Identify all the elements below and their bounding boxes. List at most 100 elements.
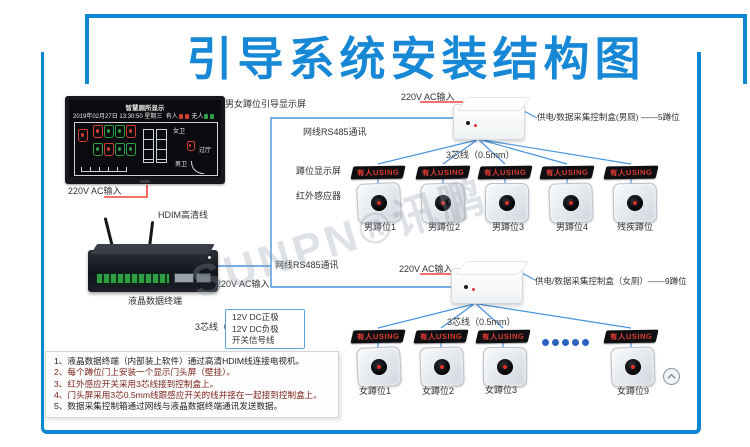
ir-sensor	[612, 182, 658, 224]
note-text: 液晶数据终端（内部装上软件）通过高清HDIM线连接电视机。	[67, 356, 305, 366]
vga-port-icon	[174, 273, 194, 283]
door-screen: 有人USING	[413, 329, 469, 344]
tv-screen: 智慧厕所显示 2019年02月27日 13:30:50 星期三 有人 无人 女卫	[69, 100, 221, 177]
stall-icon	[93, 125, 103, 138]
zone-label-female: 女卫	[173, 129, 186, 135]
note-text: 数据采集控制箱通过网线与液晶数据终端通讯发送数据。	[67, 401, 283, 412]
female-power-label: 220V AC输入	[399, 264, 453, 274]
stall-label: 男蹲位4	[556, 222, 589, 232]
ir-sensor	[610, 346, 656, 388]
vacant-icon	[210, 113, 215, 119]
port-icon	[196, 273, 211, 283]
tv-logo	[140, 180, 150, 183]
stall-icon	[104, 143, 114, 156]
door-screen: 有人USING	[603, 329, 659, 344]
back-to-top-button[interactable]	[663, 368, 680, 385]
stall-icon	[93, 143, 103, 156]
rs485-top-label: 网线RS485通讯	[303, 127, 367, 137]
terminal-top	[91, 244, 215, 254]
vacant-icon	[204, 113, 209, 119]
wire-line: 12V DC正极	[232, 312, 279, 322]
door-screen: 有人USING	[350, 165, 406, 180]
male-controller-label: 供电/数据采集控制盒(男厕) ——5蹲位	[537, 112, 680, 122]
controller-lid	[454, 261, 530, 275]
door-screen: 有人USING	[539, 165, 595, 180]
occupied-icon	[178, 113, 183, 119]
stall-icon	[115, 143, 125, 156]
ir-sensor-label: 红外感应器	[296, 191, 342, 201]
stall-label: 女蹲位9	[617, 386, 650, 396]
wire-legend-box: 12V DC正极 12V DC负极 开关信号线	[225, 309, 305, 349]
note-number: 4、	[54, 389, 68, 400]
tv-screen-title: 智慧厕所显示	[125, 105, 165, 112]
ir-lens-icon	[497, 359, 513, 375]
chevron-up-icon	[667, 373, 676, 379]
note-text: 红外感应开关采用3芯线接到控制盒上。	[67, 378, 219, 389]
door-screen: 有人USING	[603, 165, 659, 180]
installation-notes: 1、液晶数据终端（内部装上软件）通过高清HDIM线连接电视机。 2、每个蹲位门上…	[45, 351, 339, 419]
ir-sensor	[355, 181, 403, 225]
female-controller-label: 供电/数据采集控制盒（女厕）——9蹲位	[535, 276, 687, 286]
door-screen: 有人USING	[475, 329, 531, 344]
fixture-row	[81, 167, 127, 172]
page-title: 引导系统安装结构图	[186, 33, 646, 85]
partition	[143, 129, 154, 163]
controller-led-icon	[474, 124, 477, 127]
stall-icon	[126, 125, 136, 138]
controller-led-icon	[472, 288, 475, 291]
ellipsis-dots	[542, 333, 592, 351]
stall-icon	[187, 141, 195, 151]
note-number: 5、	[54, 401, 68, 412]
ir-lens-icon	[370, 194, 388, 212]
controller-led-icon	[464, 285, 468, 289]
guide-screen-label: 男女蹲位引导显示屏	[225, 99, 307, 109]
led-icon	[208, 256, 211, 259]
stall-label: 男蹲位1	[364, 222, 397, 232]
stall-label: 女蹲位2	[422, 386, 455, 396]
door-arc	[191, 161, 204, 174]
stall-icon	[115, 125, 125, 138]
ir-sensor	[355, 345, 403, 389]
stall-label: 男蹲位3	[492, 222, 525, 232]
lcd-data-terminal	[88, 244, 218, 292]
stall-label: 残疾蹲位	[617, 222, 654, 232]
rs485-bottom-label: 网线RS485通讯	[275, 260, 339, 270]
zone-label-male: 男卫	[175, 162, 188, 168]
note-number: 3、	[54, 378, 68, 389]
ir-lens-icon	[434, 194, 452, 212]
male-power-label: 220V AC输入	[401, 92, 455, 102]
ir-sensor	[548, 182, 594, 224]
note-text: 门头屏采用3芯0.5mm线跟感应开关的线并接在一起接到控制盒上。	[67, 389, 322, 400]
controller-lid	[456, 97, 532, 111]
ir-sensor	[483, 347, 527, 387]
ir-lens-icon	[562, 194, 580, 212]
tv-status-row: 2019年02月27日 13:30:50 星期三 有人 无人	[73, 111, 215, 120]
wire-line: 开关信号线	[232, 335, 275, 345]
tv-power-label: 220V AC输入	[68, 186, 122, 196]
stall-icon	[104, 125, 114, 138]
terminal-block	[96, 273, 170, 284]
wire-line: 12V DC负极	[232, 323, 279, 334]
diagram-border	[41, 52, 701, 434]
stall-label: 男蹲位2	[428, 222, 461, 232]
occupied-icon	[184, 113, 189, 119]
stall-icon	[126, 143, 136, 156]
stall-screen-label: 蹲位显示屏	[296, 166, 342, 176]
title-box: 引导系统安装结构图	[85, 14, 747, 85]
terminal-label: 液晶数据终端	[128, 296, 183, 306]
ir-sensor	[419, 346, 465, 388]
stall-label: 女蹲位1	[359, 386, 392, 396]
note-text: 每个蹲位门上安装一个显示门头屏（壁挂）。	[67, 367, 235, 378]
tv-display: 智慧厕所显示 2019年02月27日 13:30:50 星期三 有人 无人 女卫	[65, 96, 225, 184]
ir-lens-icon	[499, 195, 515, 211]
hdmi-label: HDIM高清线	[158, 210, 208, 220]
controller-led-icon	[466, 121, 470, 125]
ir-lens-icon	[370, 358, 388, 376]
male-wire3-label: 3芯线（0.5mm）	[446, 150, 515, 160]
female-controller-box	[451, 261, 530, 304]
note-number: 2、	[54, 367, 68, 378]
zone-label-hall: 过厅	[199, 148, 212, 154]
ir-sensor	[485, 183, 529, 223]
stall-icon	[78, 129, 88, 142]
ir-sensor	[420, 182, 466, 224]
